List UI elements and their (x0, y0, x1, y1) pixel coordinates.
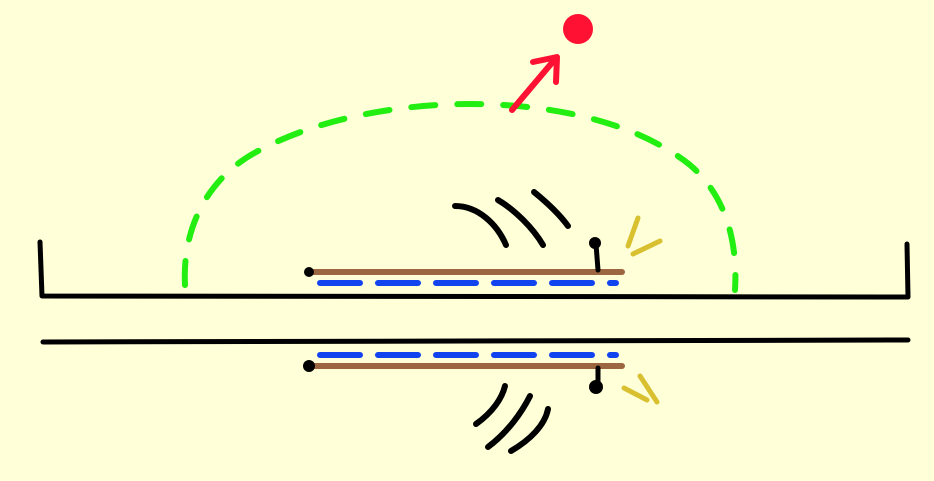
red-ball-icon (563, 14, 593, 44)
upper-impact-spark-icon (625, 215, 663, 257)
lower-baseline (40, 337, 911, 345)
trajectory-arc (181, 100, 739, 293)
upper-motion-lines-icon (452, 189, 571, 248)
upper-pivot-left (304, 267, 314, 277)
lower-impact-spark-icon (621, 373, 660, 405)
lower-pin (589, 365, 603, 394)
velocity-arrow-icon (509, 54, 560, 113)
lower-motion-lines-icon (473, 383, 551, 454)
upper-tray-outline (37, 239, 911, 300)
upper-pin (589, 237, 601, 273)
upper-tray (37, 239, 911, 300)
lower-pivot-left (303, 360, 315, 372)
